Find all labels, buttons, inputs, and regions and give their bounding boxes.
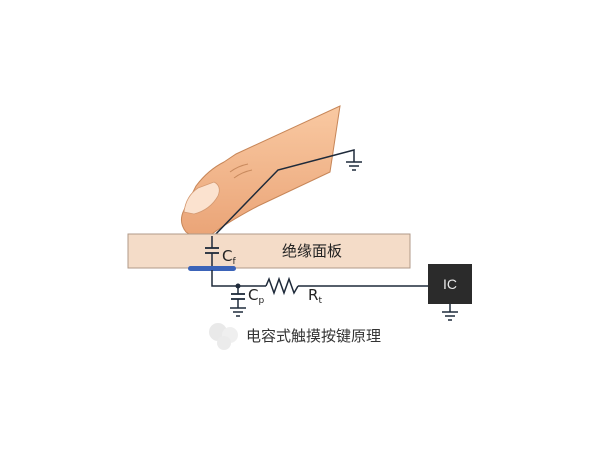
ic-label: IC bbox=[443, 276, 457, 292]
panel-label: 绝缘面板 bbox=[282, 242, 342, 260]
sensing-electrode bbox=[188, 266, 236, 271]
finger-capacitor-symbol bbox=[205, 236, 219, 266]
caption: 电容式触摸按键原理 bbox=[246, 327, 381, 345]
finger-ground-wire bbox=[211, 149, 355, 239]
circuit-wire bbox=[211, 270, 428, 287]
ground-icon bbox=[346, 161, 362, 171]
watermark-icon bbox=[209, 323, 238, 350]
fingernail bbox=[183, 181, 220, 215]
rt-label: Rt bbox=[308, 286, 322, 306]
parasitic-capacitor-symbol bbox=[231, 286, 245, 308]
cp-label: Cp bbox=[248, 286, 264, 306]
ground-icon bbox=[230, 307, 246, 317]
knuckle-crease-2 bbox=[233, 169, 253, 179]
ground-icon bbox=[442, 311, 458, 321]
knuckle-crease bbox=[229, 163, 249, 173]
finger-shape bbox=[180, 105, 341, 238]
insulation-panel bbox=[127, 233, 411, 269]
resistor-symbol bbox=[265, 276, 299, 296]
ic-block bbox=[428, 264, 472, 304]
cf-label: Cf bbox=[222, 247, 236, 267]
finger-image bbox=[180, 105, 341, 238]
